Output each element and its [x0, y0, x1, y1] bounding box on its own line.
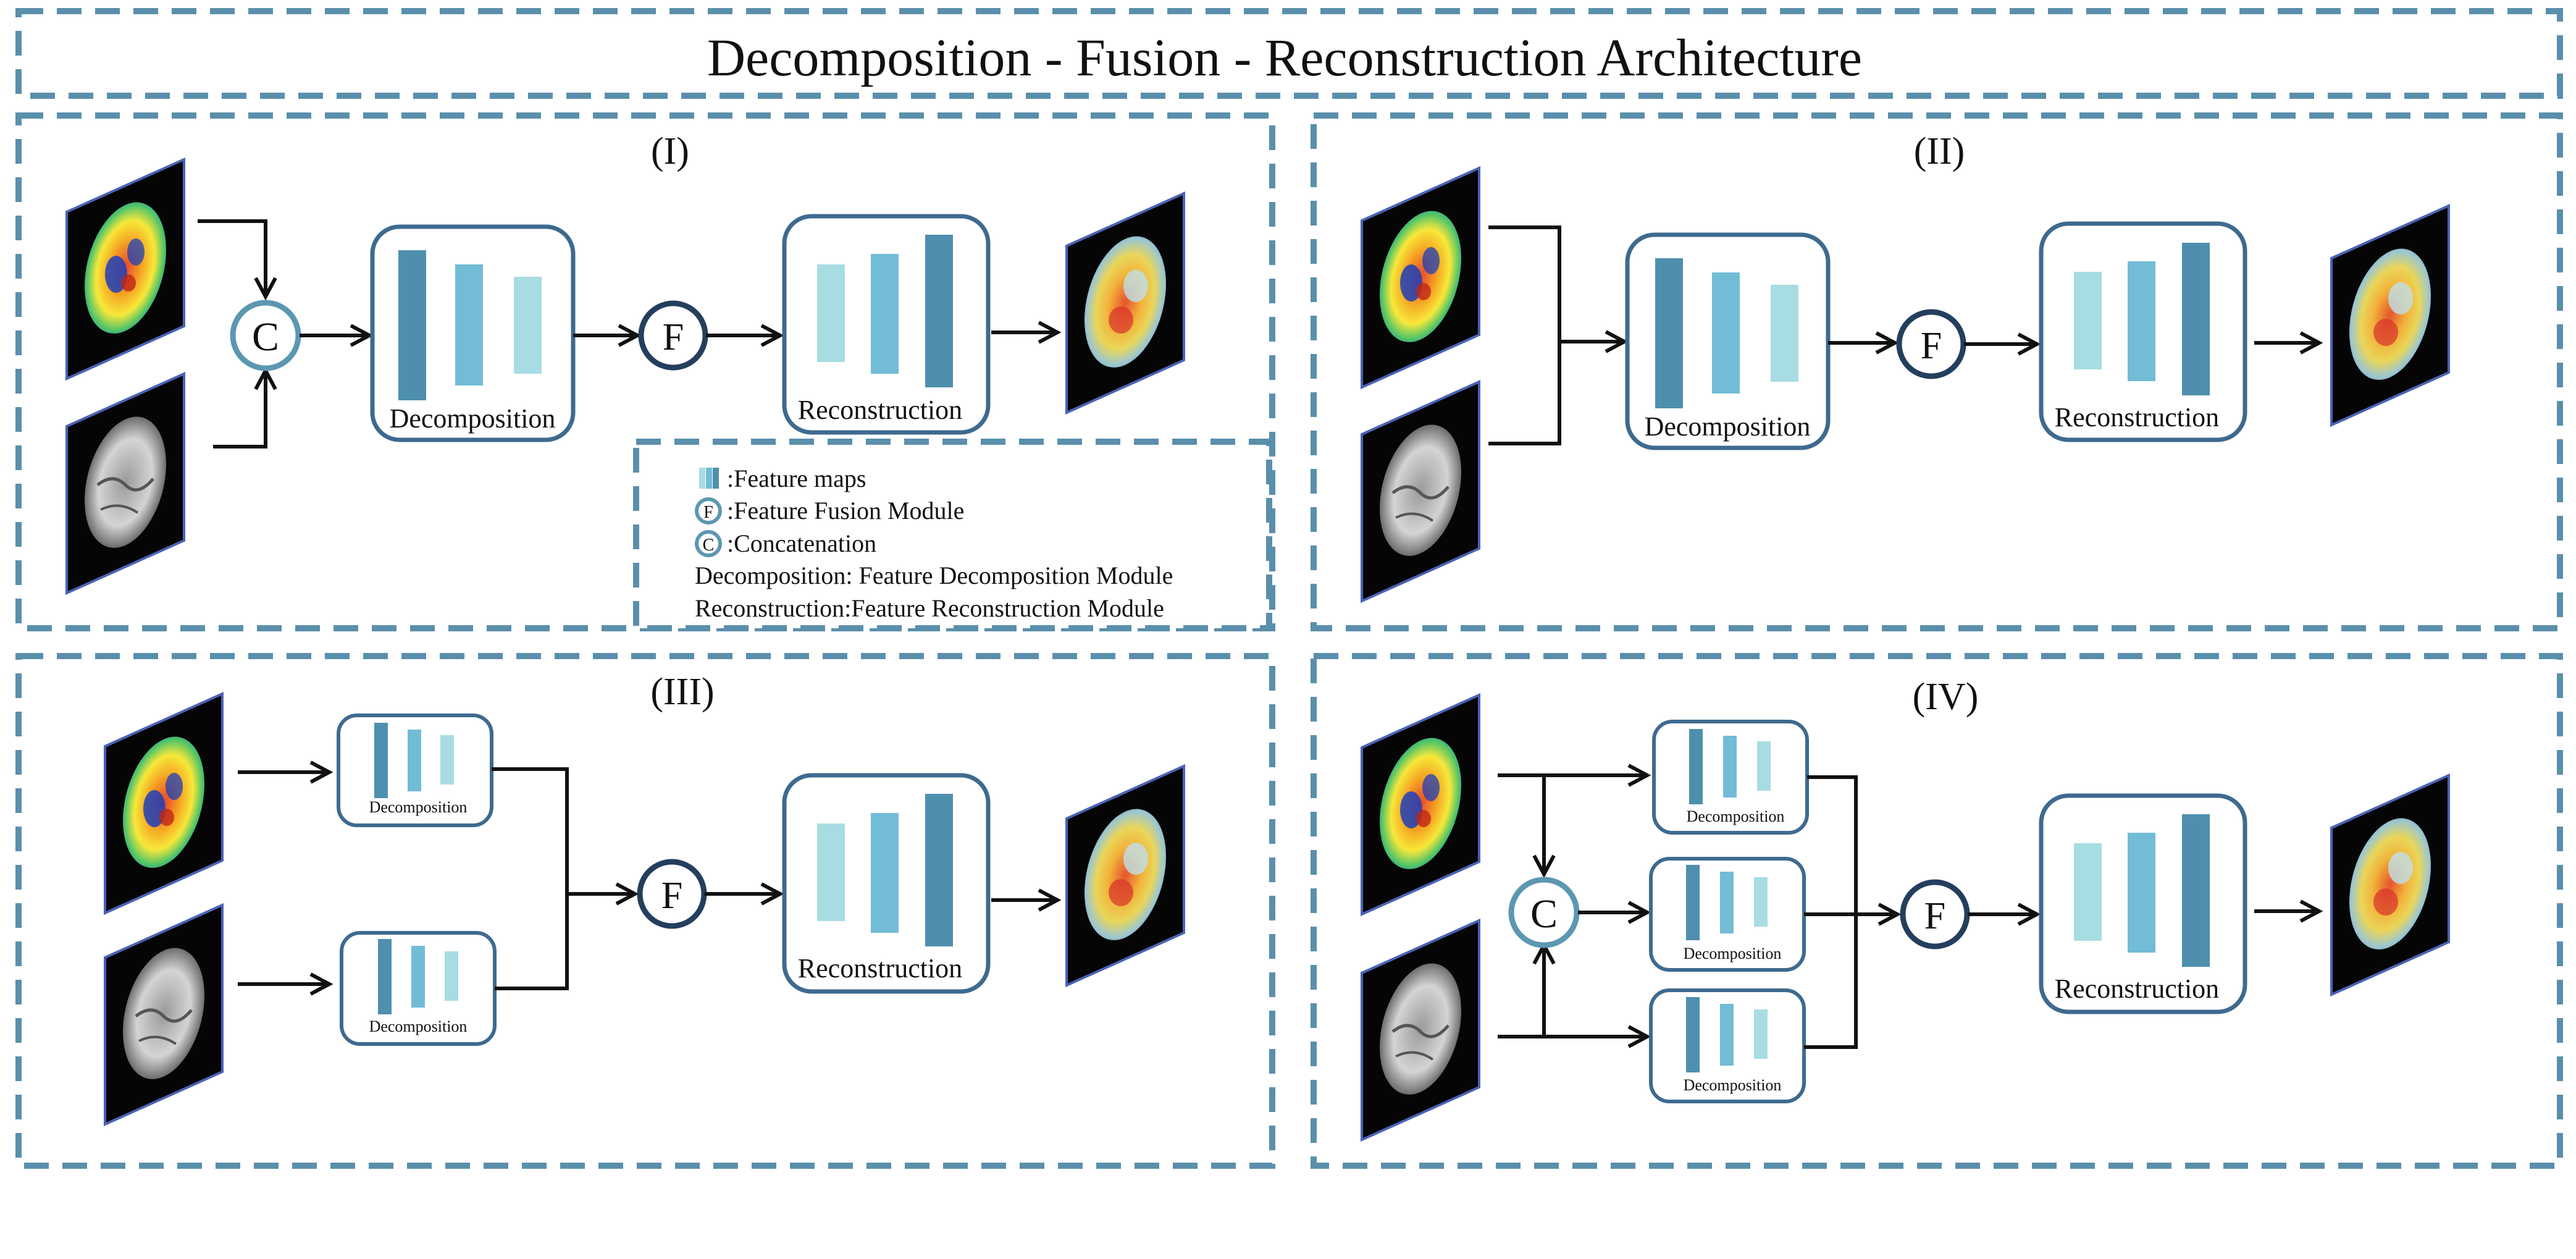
panel-4: C Decomposition Decomposition Decomposit… — [1361, 694, 2450, 1140]
feature-map-bar — [1720, 1004, 1734, 1066]
pet-brain-scan-icon — [1361, 167, 1480, 389]
reconstruction-label: Reconstruction — [2055, 974, 2219, 1004]
panel-3: Decomposition Decomposition F Reconstruc… — [104, 693, 1185, 1124]
merge-bracket — [1804, 775, 1858, 1049]
feature-map-bar — [925, 235, 953, 387]
feature-map-bar — [2074, 272, 2102, 369]
feature-map-bar — [455, 264, 483, 385]
feature-map-bar — [440, 735, 454, 785]
panel-label-2: (II) — [1914, 130, 1965, 172]
feature-map-bar — [1686, 997, 1700, 1072]
feature-map-bar — [374, 723, 388, 798]
feature-map-bar — [925, 794, 953, 946]
pet-brain-scan-icon — [65, 158, 185, 380]
fused-brain-scan-icon — [2330, 204, 2450, 426]
reconstruction-label: Reconstruction — [2055, 402, 2219, 432]
feature-map-bar — [871, 813, 899, 933]
merge-bracket — [492, 767, 569, 990]
mri-brain-scan-icon — [67, 374, 184, 593]
arrow-mri-to-concat — [213, 371, 266, 448]
concat-label: C — [252, 314, 279, 360]
feature-map-bar — [2074, 843, 2102, 941]
feature-map-bar — [411, 946, 425, 1008]
feature-map-bar — [514, 277, 542, 374]
fusion-node — [637, 859, 707, 929]
feature-map-bar — [2182, 814, 2210, 967]
feature-map-bar — [1757, 741, 1771, 791]
fusion-node — [1900, 879, 1970, 950]
panel-frame-2 — [1311, 112, 2563, 631]
pet-brain-scan-icon — [1361, 694, 1480, 916]
concat-node — [1508, 877, 1580, 948]
panel-label-4: (IV) — [1913, 676, 1979, 718]
decomposition-label: Decomposition — [1684, 945, 1782, 962]
mri-brain-scan-icon — [1362, 920, 1479, 1140]
feature-map-bar — [398, 250, 426, 400]
fused-brain-scan-icon — [1065, 765, 1185, 987]
pet-brain-scan-icon — [104, 693, 224, 914]
legend-decomposition: Decomposition: Feature Decomposition Mod… — [695, 562, 1173, 589]
concat-legend-icon — [695, 530, 722, 557]
panel-1: C Decomposition F Reconstruction :Fe — [65, 158, 1272, 631]
feature-map-bar — [817, 264, 845, 362]
legend-concat: :Concatenation — [727, 529, 876, 557]
panel-frame-3 — [15, 653, 1275, 1169]
feature-map-bar — [1754, 1009, 1768, 1059]
feature-map-bar — [1712, 272, 1740, 394]
mri-brain-scan-icon — [1362, 382, 1479, 601]
concat-legend-icon-label: C — [703, 536, 715, 555]
legend: :Feature maps F :Feature Fusion Module C… — [633, 439, 1272, 631]
feature-map-bar — [378, 939, 392, 1014]
decomposition-label: Decomposition — [369, 1017, 468, 1035]
reconstruction-label: Reconstruction — [798, 953, 962, 983]
fusion-label: F — [1924, 895, 1945, 937]
fusion-label: F — [661, 875, 682, 917]
panel-label-1: (I) — [651, 130, 689, 172]
feature-maps-legend-icon — [699, 468, 719, 489]
legend-feature-maps: :Feature maps — [727, 465, 866, 492]
mri-brain-scan-icon — [105, 905, 222, 1124]
decomposition-label: Decomposition — [1684, 1076, 1782, 1094]
feature-map-bar — [1720, 872, 1734, 933]
feature-map-bar — [1689, 729, 1703, 804]
fusion-legend-icon-label: F — [703, 503, 713, 522]
feature-map-bar — [817, 823, 845, 921]
fusion-label: F — [1921, 325, 1942, 367]
arrow-pet-to-concat — [198, 219, 266, 297]
feature-map-bar — [1655, 258, 1683, 408]
decomposition-label: Decomposition — [1687, 807, 1785, 825]
feature-map-bar — [1686, 865, 1700, 940]
feature-map-bar — [2182, 243, 2210, 395]
feature-map-bar — [408, 730, 421, 791]
legend-fusion: :Feature Fusion Module — [727, 497, 964, 524]
feature-map-bar — [871, 254, 899, 374]
title-box: Decomposition - Fusion - Reconstruction … — [15, 8, 2563, 99]
reconstruction-label: Reconstruction — [798, 395, 962, 425]
feature-map-bar — [1754, 877, 1768, 927]
panel-frame-4 — [1311, 653, 2563, 1169]
feature-map-bar — [2128, 833, 2155, 953]
legend-reconstruction: Reconstruction:Feature Reconstruction Mo… — [695, 594, 1164, 622]
decomposition-label: Decomposition — [1645, 411, 1811, 442]
decomposition-label: Decomposition — [390, 403, 556, 434]
feature-map-bar — [2128, 261, 2155, 381]
fusion-label: F — [663, 316, 684, 358]
diagram-title: Decomposition - Fusion - Reconstruction … — [707, 28, 1862, 87]
panel-label-3: (III) — [650, 671, 714, 713]
fusion-node — [638, 300, 708, 371]
feature-map-bar — [1723, 736, 1737, 798]
decomposition-label: Decomposition — [369, 798, 468, 816]
concat-label: C — [1530, 891, 1558, 937]
merge-bracket — [1488, 225, 1561, 445]
fused-brain-scan-icon — [1065, 192, 1185, 414]
feature-map-bar — [445, 951, 458, 1001]
panel-2: Decomposition F Reconstruction — [1361, 167, 2450, 601]
fused-brain-scan-icon — [2330, 774, 2450, 996]
fusion-legend-icon — [695, 497, 722, 524]
concat-node — [230, 300, 301, 371]
feature-map-bar — [1771, 285, 1798, 382]
fusion-node — [1896, 309, 1966, 379]
